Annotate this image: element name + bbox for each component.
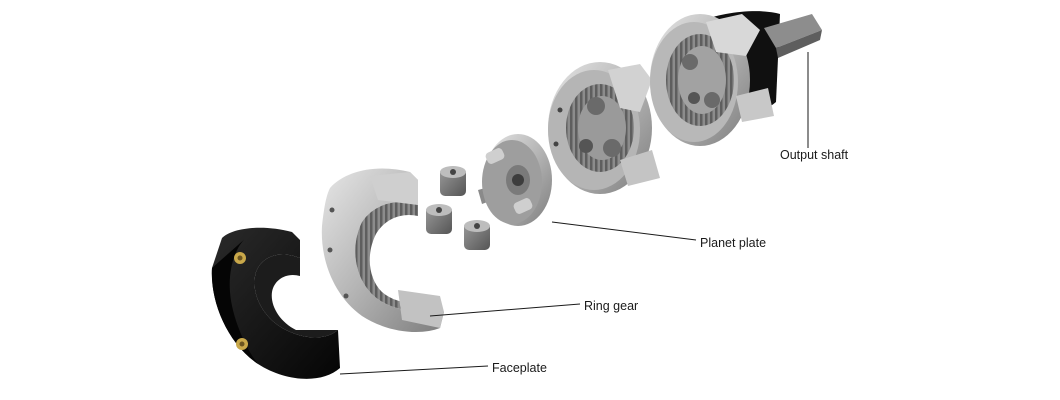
output-shaft-label: Output shaft xyxy=(780,148,849,162)
carrier-stage-part xyxy=(548,62,660,194)
planet-plate-part xyxy=(478,134,552,226)
planet-plate-leader xyxy=(552,222,696,240)
planet-plate-label: Planet plate xyxy=(700,236,766,250)
output-stage-part xyxy=(650,11,822,146)
faceplate-leader xyxy=(340,366,488,374)
faceplate-label: Faceplate xyxy=(492,361,547,375)
ring-gear-leader xyxy=(430,304,580,316)
ring-gear-label: Ring gear xyxy=(584,299,638,313)
ring-gear-part xyxy=(322,169,444,332)
planet-gear-1 xyxy=(440,166,466,196)
planet-gear-2 xyxy=(426,204,452,234)
planet-gear-3 xyxy=(464,220,490,250)
faceplate-part xyxy=(212,228,340,379)
